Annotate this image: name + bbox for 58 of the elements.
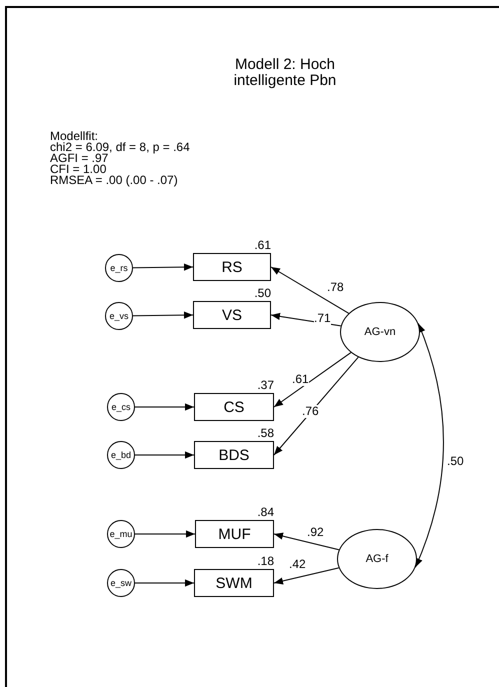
error-circle: [107, 569, 135, 597]
arrow: [134, 579, 194, 587]
variable-label: AG-f: [366, 554, 388, 564]
error-circle: [107, 441, 135, 469]
squared-multiple-correlation: .37: [256, 379, 274, 391]
arrow: [132, 264, 194, 271]
variable-label: e_sw: [110, 578, 132, 588]
model-fit-text: RMSEA = .00 (.00 - .07): [50, 175, 179, 186]
observed-variable-box: [195, 520, 274, 548]
edge-label: .78: [327, 281, 344, 294]
covariance-arrow: [414, 322, 444, 568]
edge-label: .71: [314, 312, 331, 325]
observed-variable-box: [194, 569, 274, 597]
squared-multiple-correlation: .18: [256, 555, 274, 567]
arrow: [270, 266, 350, 314]
variable-label: VS: [222, 308, 242, 322]
edge-label: .50: [447, 455, 464, 468]
variable-label: e_vs: [109, 312, 128, 320]
arrow: [274, 356, 359, 456]
variable-label: AG-vn: [364, 326, 396, 338]
variable-label: e_rs: [110, 264, 128, 272]
error-circle: [105, 254, 133, 282]
error-circle: [107, 393, 135, 421]
arrow: [274, 567, 340, 584]
edge-label: .92: [307, 526, 324, 539]
model-fit-text: Modellfit:: [50, 131, 98, 142]
arrow: [274, 532, 340, 550]
error-circle: [107, 520, 135, 548]
squared-multiple-correlation: .50: [253, 287, 271, 299]
observed-variable-box: [194, 441, 274, 469]
arrow: [274, 352, 352, 408]
squared-multiple-correlation: .58: [256, 427, 274, 439]
variable-label: e_mu: [110, 530, 132, 538]
variable-label: BDS: [218, 448, 250, 462]
variable-label: SWM: [216, 576, 252, 590]
arrow: [134, 403, 194, 411]
variable-label: e_cs: [111, 402, 130, 412]
observed-variable-box: [193, 253, 271, 281]
model-fit-text: chi2 = 6.09, df = 8, p = .64: [50, 142, 190, 153]
error-circle: [105, 302, 133, 330]
observed-variable-box: [193, 301, 271, 329]
arrow: [134, 451, 194, 459]
edge-label: .42: [289, 558, 306, 571]
edge-label: .76: [302, 405, 319, 418]
squared-multiple-correlation: .61: [253, 239, 271, 251]
model-fit-text: AGFI = .97: [50, 153, 108, 164]
observed-variable-box: [194, 393, 274, 421]
arrow: [132, 312, 194, 319]
variable-label: MUF: [218, 526, 251, 542]
variable-label: CS: [224, 400, 244, 414]
arrow: [134, 530, 196, 538]
arrow: [270, 312, 342, 326]
edge-label: .61: [292, 373, 309, 386]
model-fit-text: CFI = 1.00: [50, 164, 106, 175]
squared-multiple-correlation: .84: [256, 506, 274, 518]
variable-label: e_bd: [110, 450, 132, 460]
diagram-title: Modell 2: Hoch intelligente Pbn: [232, 57, 338, 89]
variable-label: RS: [222, 260, 242, 274]
